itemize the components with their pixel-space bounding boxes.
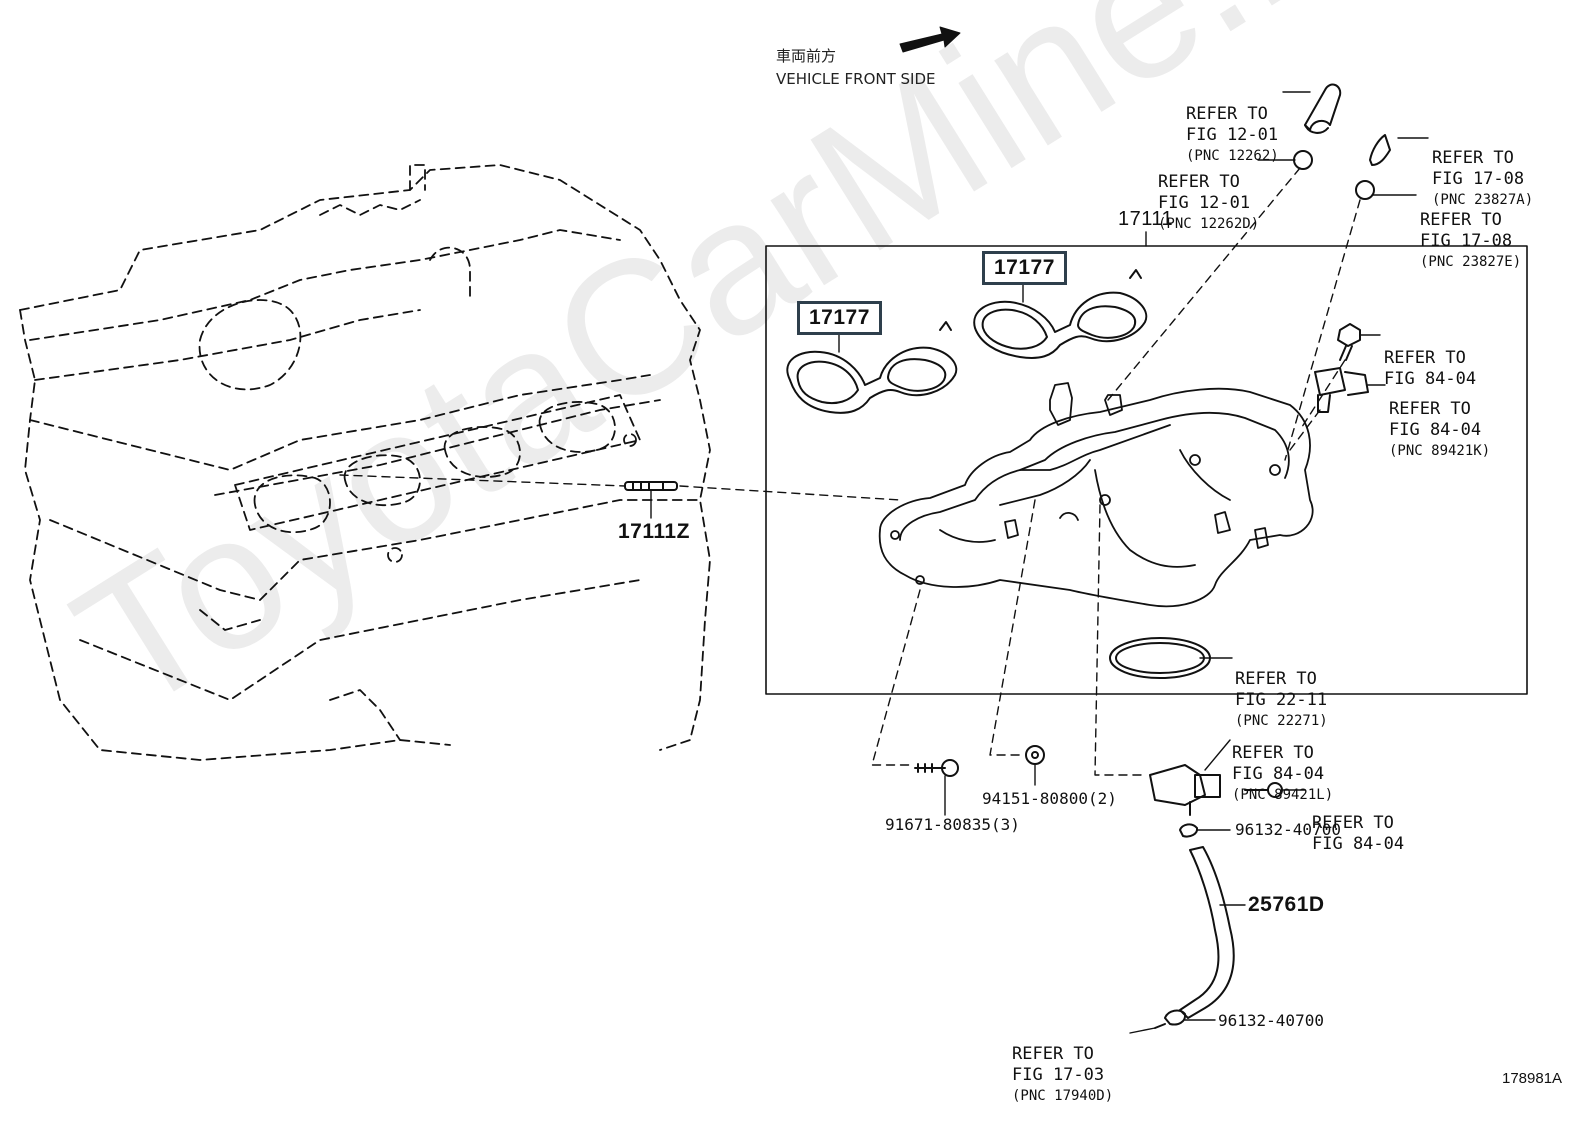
part-96132-lower[interactable]: 96132-40700 (1218, 1011, 1324, 1030)
part-96132-upper[interactable]: 96132-40700 (1235, 820, 1341, 839)
nut-94151 (1025, 745, 1045, 786)
front-arrow-icon (899, 26, 961, 53)
part-17111[interactable]: 17111 (1118, 208, 1174, 230)
clamp-96132-upper (1179, 823, 1199, 838)
parts-diagram (19, 26, 1528, 1034)
part-17111z[interactable]: 17111Z (618, 520, 690, 543)
sensor-89421l (1149, 764, 1221, 816)
intake-gasket-right (973, 269, 1148, 359)
front-label-en: VEHICLE FRONT SIDE (776, 70, 936, 88)
hose-17-08 (1369, 134, 1391, 166)
part-17177-right[interactable]: 17177 (982, 251, 1067, 285)
front-label-jp: 車両前方 (776, 47, 837, 65)
engine-block-outline (19, 164, 711, 761)
intake-manifold (878, 382, 1314, 608)
part-17177-left[interactable]: 17177 (797, 301, 882, 335)
hose-25761d (1179, 846, 1235, 1019)
sensor-89421k (1314, 367, 1369, 413)
part-25761d[interactable]: 25761D (1248, 893, 1325, 916)
clamp-12-01 (1293, 150, 1313, 170)
bolt-91671 (914, 759, 959, 816)
intake-gasket-left (786, 321, 958, 414)
clamp-17-08 (1355, 180, 1375, 200)
diagram-id: 178981A (1502, 1070, 1563, 1087)
part-91671[interactable]: 91671-80835(3) (885, 815, 1020, 834)
hose-12-01 (1304, 83, 1342, 131)
bolt-84-04-top (1337, 323, 1361, 361)
clamp-96132-lower (1164, 1009, 1187, 1026)
part-94151[interactable]: 94151-80800(2) (982, 789, 1117, 808)
